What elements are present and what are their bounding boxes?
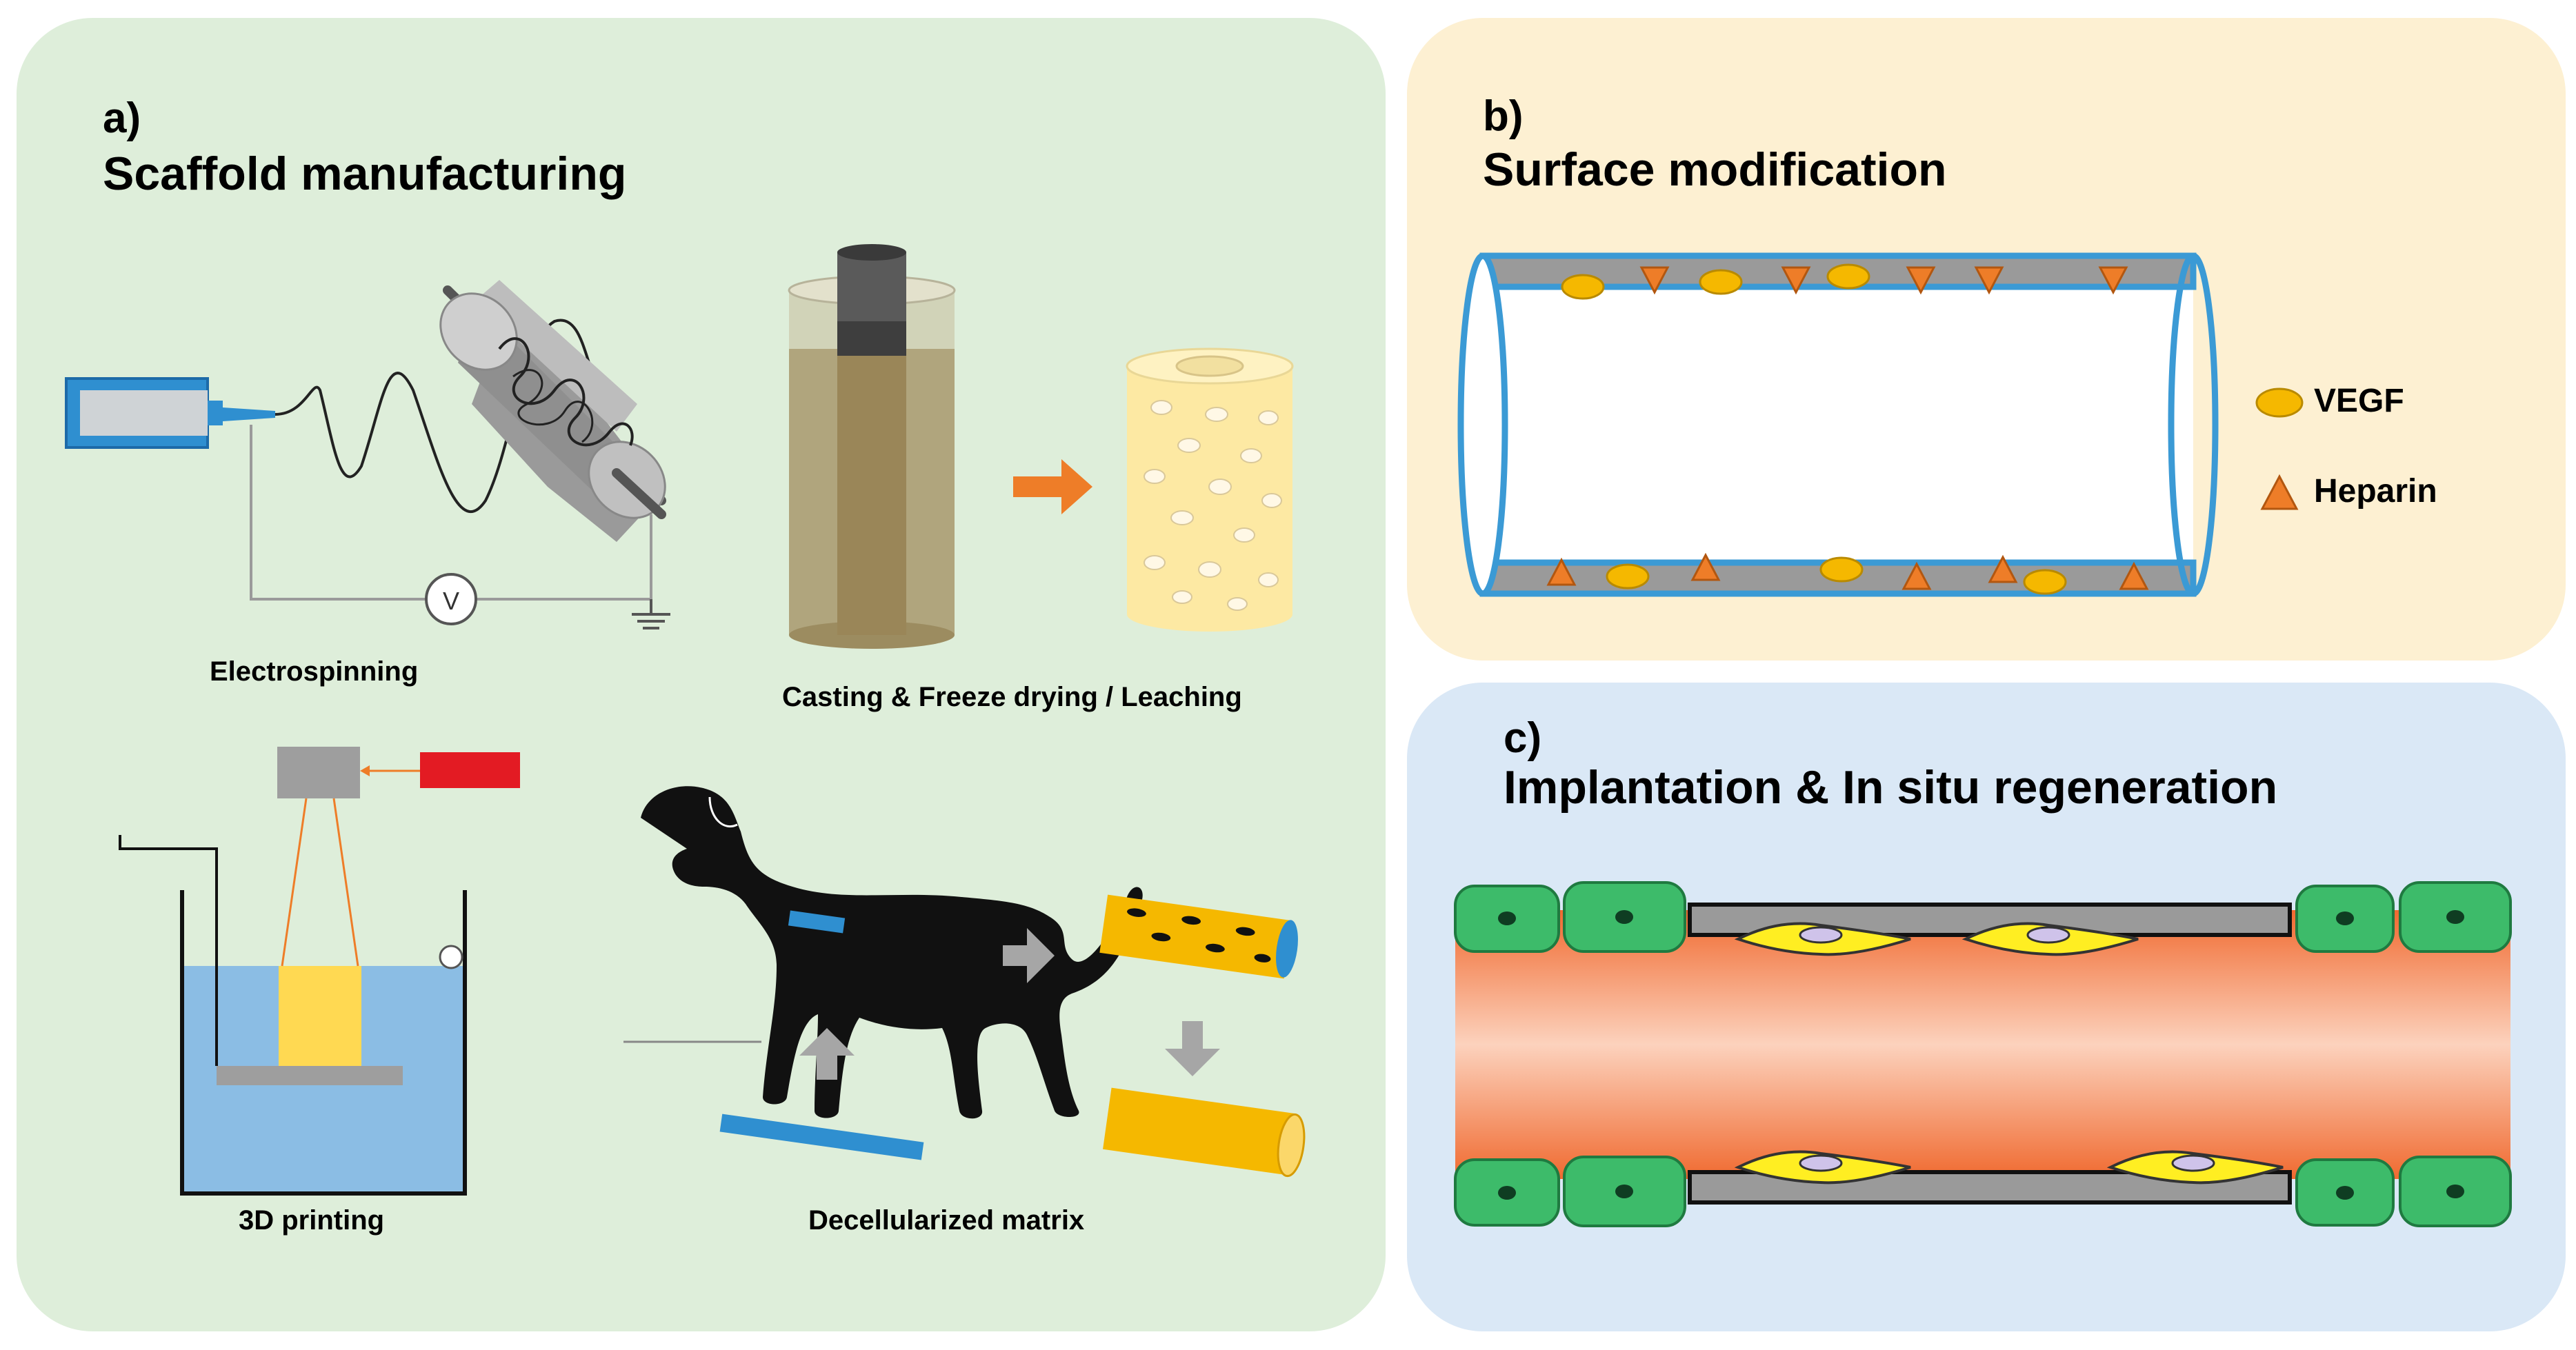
panel-b-title: Surface modification — [1483, 143, 1947, 196]
arrow-up-gray-icon — [799, 1028, 855, 1080]
arrow-right-gray-icon — [1003, 928, 1055, 983]
vegf-molecules — [1561, 263, 2067, 595]
voltmeter-icon — [425, 573, 477, 625]
arrow-right-icon — [1013, 459, 1092, 514]
panel-b-tag: b) — [1483, 92, 1524, 140]
blue-tube-icon — [719, 1114, 924, 1160]
graft-in-dog — [788, 910, 846, 934]
seeded-graft-icon — [1099, 894, 1298, 979]
panel-a-title: Scaffold manufacturing — [103, 148, 627, 200]
panel-scaffold-manufacturing: a) Scaffold manufacturing V — [17, 18, 1386, 1331]
caption-decellularized: Decellularized matrix — [808, 1205, 1085, 1236]
dog-silhouette-icon — [641, 786, 1143, 1119]
syringe-icon — [65, 377, 275, 449]
caption-casting: Casting & Freeze drying / Leaching — [782, 682, 1242, 712]
porous-scaffold-icon — [1126, 347, 1294, 632]
modified-vessel-illustration — [1457, 252, 2304, 597]
caption-electrospinning: Electrospinning — [210, 656, 419, 687]
heparin-molecules — [1546, 266, 2149, 590]
ground-icon — [632, 599, 670, 629]
electrospinning-illustration: V — [65, 244, 1306, 1196]
panel-implantation: c) Implantation & In situ regeneration — [1407, 683, 2566, 1331]
circuit-wire — [250, 425, 430, 601]
vessel-lumen — [1455, 910, 2510, 1179]
panel-surface-modification: b) Surface modification VEGF Heparin — [1407, 18, 2566, 661]
regeneration-illustration — [1454, 881, 2512, 1227]
panel-a-tag: a) — [103, 94, 141, 142]
panel-c-title: Implantation & In situ regeneration — [1504, 761, 2278, 814]
panel-c-tag: c) — [1504, 714, 1542, 762]
svg-text:V: V — [443, 587, 459, 615]
3d-printer-icon — [119, 747, 520, 1196]
arrow-down-gray-icon — [1165, 1021, 1220, 1076]
rotating-mandrel-icon — [439, 280, 666, 542]
legend-heparin-icon — [2260, 474, 2299, 510]
legend-heparin-label: Heparin — [2314, 473, 2437, 510]
legend-vegf-label: VEGF — [2314, 383, 2404, 419]
caption-3d-printing: 3D printing — [239, 1205, 385, 1236]
casting-beaker-icon — [788, 244, 956, 649]
decellularized-graft-icon — [1103, 1087, 1306, 1178]
legend-vegf-icon — [2255, 387, 2304, 418]
